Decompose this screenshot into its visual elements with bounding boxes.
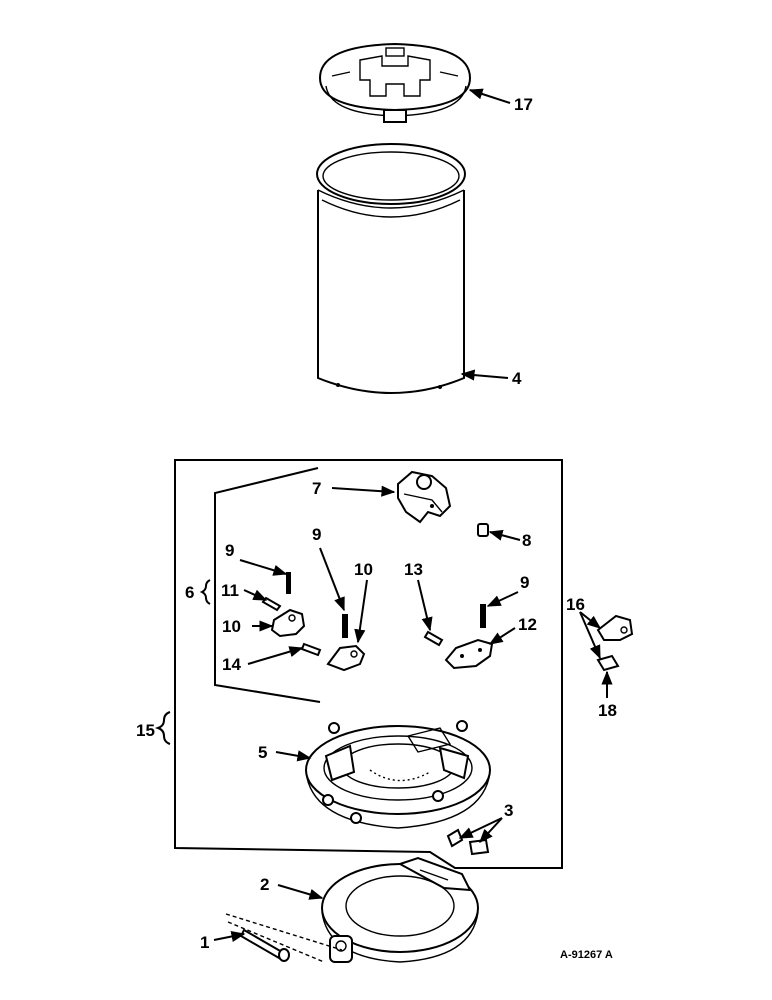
label-9-right: 9 xyxy=(520,573,529,592)
drawing-number: A-91267 A xyxy=(560,949,613,961)
callout-labels: 17 4 7 8 9 9 9 6 11 10 10 13 12 14 15 5 … xyxy=(136,95,617,961)
label-10-mid: 10 xyxy=(354,560,373,579)
label-14: 14 xyxy=(222,655,241,674)
label-9-left: 9 xyxy=(225,541,234,560)
part-3-clips xyxy=(446,828,490,856)
part-10-latch-mid xyxy=(326,644,366,672)
label-11: 11 xyxy=(221,581,239,600)
part-14-pin xyxy=(300,642,322,657)
part-13-pin xyxy=(423,630,444,647)
part-18-clip xyxy=(596,654,620,672)
part-17-cap xyxy=(318,42,472,123)
label-12: 12 xyxy=(518,615,537,634)
kit-15-outline xyxy=(174,459,563,869)
part-16-bracket xyxy=(596,614,634,641)
label-18: 18 xyxy=(598,701,617,720)
part-9-spring-left xyxy=(286,572,291,594)
part-8-pin xyxy=(477,523,489,537)
group-6-bracket xyxy=(214,467,321,703)
label-4: 4 xyxy=(512,369,522,388)
label-17: 17 xyxy=(514,95,533,114)
part-5-ring xyxy=(305,720,491,829)
label-9-mid: 9 xyxy=(312,525,321,544)
part-9-spring-right xyxy=(480,604,486,628)
label-5: 5 xyxy=(258,743,267,762)
part-4-cylinder xyxy=(316,143,466,394)
part-2-base-ring xyxy=(321,856,479,963)
part-9-spring-mid xyxy=(342,614,348,638)
part-10-latch-left xyxy=(270,608,306,638)
label-15: 15 xyxy=(136,721,155,740)
label-10-left: 10 xyxy=(222,617,241,636)
part-7-housing xyxy=(397,470,452,524)
label-13: 13 xyxy=(404,560,423,579)
label-16: 16 xyxy=(566,595,585,614)
leader-lines xyxy=(154,88,613,942)
label-1: 1 xyxy=(200,933,209,952)
part-12-plate xyxy=(444,638,494,670)
label-7: 7 xyxy=(312,479,321,498)
label-3: 3 xyxy=(504,801,513,820)
part-11-pin xyxy=(261,596,282,612)
label-6: 6 xyxy=(185,583,194,602)
label-8: 8 xyxy=(522,531,531,550)
label-2: 2 xyxy=(260,875,269,894)
